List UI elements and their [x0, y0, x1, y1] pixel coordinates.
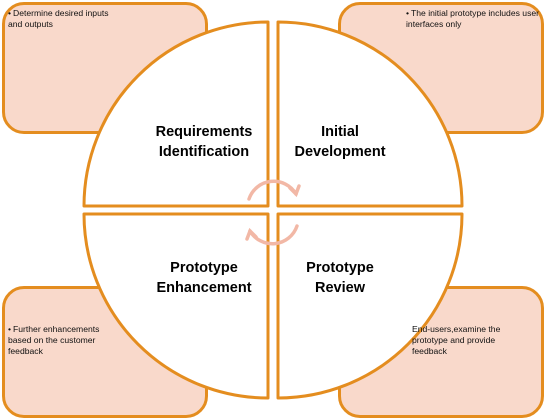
quadrant-bottom-left	[82, 212, 270, 400]
quadrant-label-line: Initial	[321, 124, 359, 140]
quadrant-label-line: Enhancement	[156, 280, 252, 296]
note-body: The initial prototype includes user inte…	[406, 8, 540, 29]
bullet-icon: •	[8, 324, 12, 334]
bullet-icon: •	[8, 8, 12, 18]
quadrant-top-left	[82, 20, 270, 208]
bullet-icon: •	[406, 8, 410, 18]
note-text-top-right: •The initial prototype includes user int…	[406, 8, 542, 30]
quadrant-label-line: Prototype	[306, 260, 374, 276]
quadrant-label-line: Identification	[158, 144, 250, 160]
quadrant-label-line: Prototype	[170, 260, 238, 276]
quadrant-bottom-right	[276, 212, 464, 400]
quadrant-top-right	[276, 20, 464, 208]
quadrant-label-line: Review	[315, 280, 365, 296]
quadrant-label-review: Prototype Review	[280, 258, 400, 298]
quadrant-label-initial-development: Initial Development	[280, 122, 400, 162]
note-text-top-left: •Determine desired inputs and outputs	[8, 8, 120, 30]
note-text-bottom-right: End-users,examine the prototype and prov…	[412, 324, 524, 357]
note-body: End-users,examine the prototype and prov…	[412, 324, 501, 356]
note-body: Further enhancements based on the custom…	[8, 324, 100, 356]
note-text-bottom-left: •Further enhancements based on the custo…	[8, 324, 124, 357]
quadrant-label-requirements: Requirements Identification	[144, 122, 264, 162]
quadrant-label-enhancement: Prototype Enhancement	[144, 258, 264, 298]
note-body: Determine desired inputs and outputs	[8, 8, 109, 29]
quadrant-label-line: Development	[294, 144, 386, 160]
quadrant-label-line: Requirements	[155, 124, 253, 140]
circular-arrows-icon	[245, 179, 301, 246]
